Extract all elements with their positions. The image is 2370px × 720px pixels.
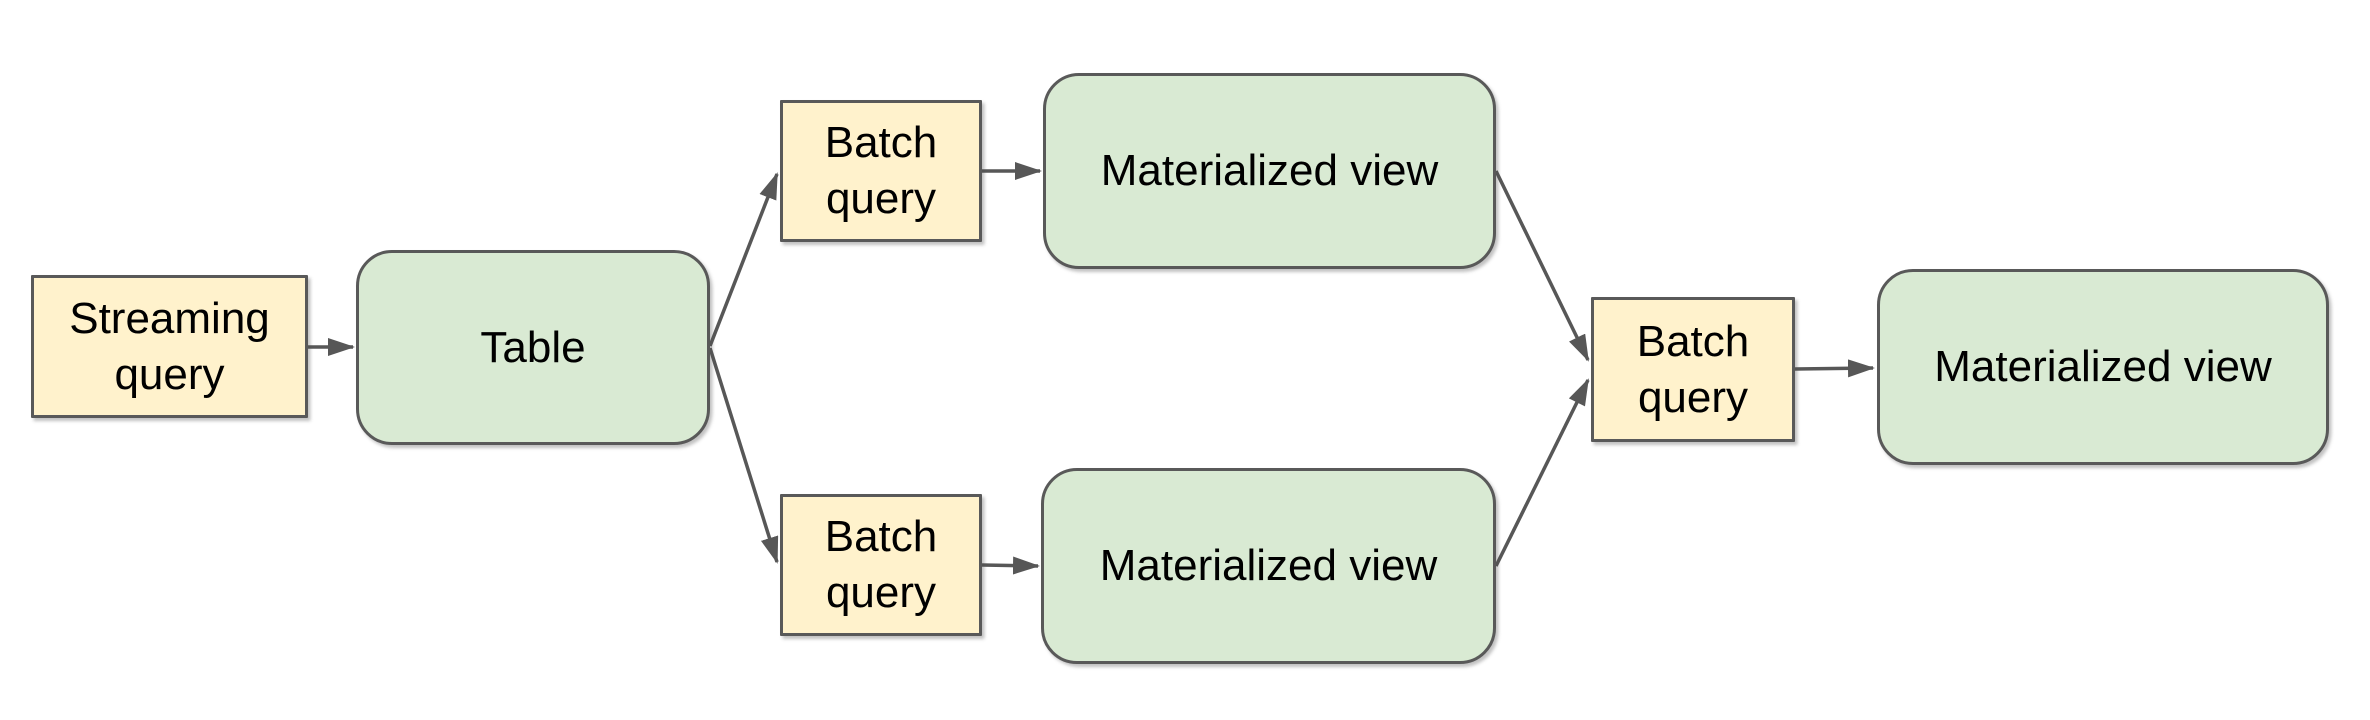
edge-batch-query-final-to-materialized-view-final bbox=[1794, 359, 1875, 378]
edge-table-to-batch-query-top bbox=[708, 172, 779, 347]
node-materialized-view-final-label: Materialized view bbox=[1934, 342, 2272, 391]
node-table: Table bbox=[356, 250, 710, 445]
edge-materialized-view-top-to-batch-query-final bbox=[1494, 170, 1590, 362]
node-materialized-view-top-label: Materialized view bbox=[1100, 146, 1439, 195]
edge-batch-query-bottom-to-materialized-view-bottom bbox=[981, 556, 1040, 575]
node-materialized-view-bottom: Materialized view bbox=[1041, 468, 1496, 664]
node-materialized-view-final: Materialized view bbox=[1877, 269, 2329, 465]
node-batch-query-final: Batch query bbox=[1591, 297, 1795, 442]
node-streaming-query: Streaming query bbox=[31, 275, 308, 418]
node-batch-query-top-label: Batch query bbox=[824, 118, 938, 223]
node-batch-query-final-label: Batch query bbox=[1636, 316, 1750, 422]
edge-table-to-batch-query-bottom bbox=[708, 347, 779, 564]
node-batch-query-top: Batch query bbox=[780, 100, 982, 242]
node-batch-query-bottom-label: Batch query bbox=[824, 512, 938, 617]
node-materialized-view-bottom-label: Materialized view bbox=[1099, 541, 1438, 590]
node-batch-query-bottom: Batch query bbox=[780, 494, 982, 636]
edge-materialized-view-bottom-to-batch-query-final bbox=[1494, 378, 1590, 567]
node-materialized-view-top: Materialized view bbox=[1043, 73, 1496, 269]
node-streaming-query-label: Streaming query bbox=[69, 293, 270, 399]
node-table-label: Table bbox=[480, 322, 586, 372]
